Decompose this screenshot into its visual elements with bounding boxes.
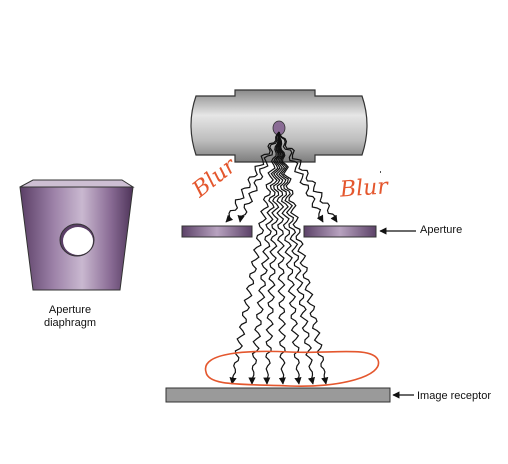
xray-beam [225,131,280,223]
xray-beam [237,131,280,223]
xray-beam [278,131,324,223]
aperture-plates [181,225,377,238]
xray-beam [278,131,315,385]
xray-beam [275,131,287,385]
xray-beam [248,131,280,385]
xray-beam [278,132,302,385]
aperture-diaphragm-label-line2: diaphragm [44,317,96,329]
xray-beam [278,131,329,385]
aperture-plate-right [303,225,377,238]
image-receptor [165,387,391,403]
aperture-plate-left [181,225,253,238]
xray-beam [278,131,338,223]
xray-beam [263,131,281,385]
handwritten-note-right: Blur [339,174,389,203]
aperture-diaphragm-label: Aperture diaphragm [20,304,120,330]
xray-beams [225,131,338,385]
xray-tube [190,89,368,163]
aperture-label: Aperture [420,224,463,236]
aperture-diaphragm-label-line1: Aperture [48,304,92,316]
xray-beam [229,131,280,385]
handwritten-loop [204,350,380,388]
image-receptor-label: Image receptor [417,390,491,402]
aperture-diaphragm [19,179,135,291]
